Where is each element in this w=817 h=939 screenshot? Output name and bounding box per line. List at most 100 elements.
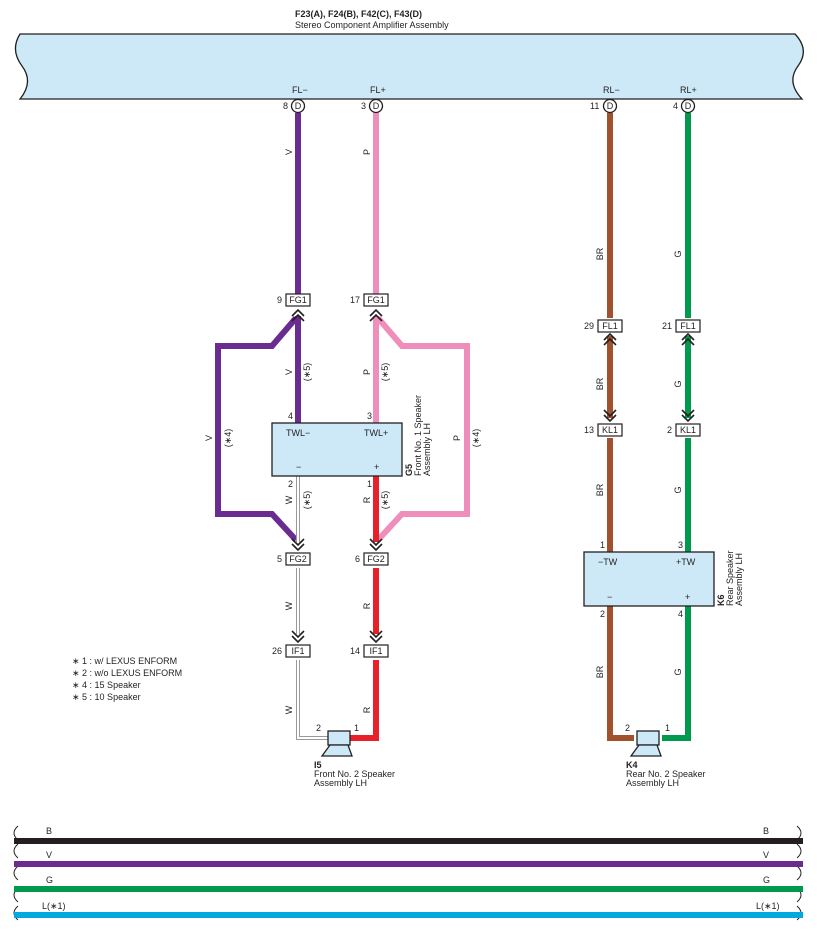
connector-name: KL1: [680, 425, 696, 435]
connector-fg2-left: FG2 5: [277, 552, 311, 566]
k4-pin-1: 1: [665, 723, 670, 733]
connector-fl1-right: FL1 21: [662, 319, 701, 333]
chevron-down-icon: [681, 409, 695, 423]
amp-pin-8-conn: D: [295, 101, 302, 111]
i5-pin-2: 2: [316, 723, 321, 733]
connector-fg1-right: FG1 17: [350, 293, 389, 307]
connector-fg1-left: FG1 9: [277, 293, 311, 307]
wire-white-if1-to-i5: [296, 660, 328, 740]
connector-pin: 14: [350, 646, 360, 656]
connector-if1-left: IF1 26: [272, 644, 311, 658]
connector-pin: 5: [277, 554, 282, 564]
g5-minus: −: [296, 462, 301, 472]
amp-pin-3-num: 3: [361, 101, 366, 111]
wire-label-white-mid: W: [284, 601, 294, 610]
legend-item: ∗ 2 : w/o LEXUS ENFORM: [72, 668, 182, 678]
bus-left-brace: [13, 825, 19, 921]
connector-pin: 29: [584, 321, 594, 331]
bus-right-brace: [796, 825, 802, 921]
connector-pin: 9: [277, 295, 282, 305]
wire-label-brown-mid: BR: [595, 377, 605, 390]
g5-front-no1-speaker: TWL− TWL+ − + 4 3 2 1 G5 Front No. 1 Spe…: [271, 395, 432, 489]
wire-green-k6-to-k4: [662, 606, 691, 741]
speaker-icon: [327, 730, 351, 746]
note-5-pink: (∗5): [380, 363, 390, 382]
wire-label-brown-upper: BR: [595, 247, 605, 260]
wire-white-if1-to-i5-inner: [297, 660, 328, 739]
bus-label-blue-left: L(∗1): [42, 901, 66, 911]
g5-name-1: Front No. 1 Speaker: [413, 395, 423, 476]
speaker-cone-icon: [320, 744, 353, 757]
k6-id: K6: [716, 594, 726, 606]
amp-pin-rl-minus-label: RL−: [603, 85, 620, 95]
connector-pin: 2: [667, 425, 672, 435]
wire-violet-bypass: [215, 316, 299, 543]
amp-pin-3: D 3: [361, 98, 384, 114]
k4-name-1: Rear No. 2 Speaker: [626, 769, 706, 779]
g5-pin-4: 4: [288, 411, 293, 421]
bus-lines: B B V V G G L(∗1) L(∗1): [13, 825, 803, 921]
chevron-down-icon: [369, 630, 383, 644]
k6-term-neg: −TW: [598, 557, 618, 567]
g5-term-pos: TWL+: [364, 428, 388, 438]
note-5-red: (∗5): [380, 491, 390, 510]
chevron-down-icon: [291, 538, 305, 552]
chevron-down-icon: [291, 630, 305, 644]
note-5-violet: (∗5): [302, 363, 312, 382]
connector-kl1-left: KL1 13: [584, 423, 623, 437]
g5-box: [271, 422, 403, 477]
wire-label-green-bottom: G: [673, 668, 683, 675]
wire-label-red-lower: R: [362, 706, 372, 713]
connector-pin: 17: [350, 295, 360, 305]
g5-term-neg: TWL−: [286, 428, 310, 438]
amp-pin-11-num: 11: [590, 101, 599, 111]
bus-label-black-left: B: [46, 826, 52, 836]
legend-item: ∗ 5 : 10 Speaker: [72, 692, 141, 702]
bus-label-violet-left: V: [46, 850, 52, 860]
wire-label-brown-lower: BR: [595, 483, 605, 496]
wire-brown-k6-to-k4: [607, 606, 634, 741]
chevron-down-icon: [603, 409, 617, 423]
amp-pin-4-conn: D: [685, 101, 692, 111]
wire-red-if1-to-i5: [350, 660, 379, 741]
connector-pin: 6: [355, 554, 360, 564]
k6-name-2: Assembly LH: [734, 553, 744, 606]
amp-pin-11: D 11: [590, 98, 618, 114]
amp-pin-8: D 8: [283, 98, 306, 114]
wire-label-pink-mid: P: [362, 369, 372, 375]
note-4-pink: (∗4): [471, 429, 481, 448]
note-4-violet: (∗4): [223, 429, 233, 448]
wire-label-green-mid: G: [673, 380, 683, 387]
legend: ∗ 1 : w/ LEXUS ENFORM ∗ 2 : w/o LEXUS EN…: [72, 656, 182, 702]
g5-name-2: Assembly LH: [422, 423, 432, 476]
k6-box: [583, 551, 715, 607]
legend-item: ∗ 4 : 15 Speaker: [72, 680, 141, 690]
wire-label-brown-bottom: BR: [595, 665, 605, 678]
chevron-down-icon: [369, 538, 383, 552]
amp-pin-fl-minus-label: FL−: [292, 85, 308, 95]
k6-name-1: Rear Speaker: [725, 550, 735, 606]
connector-if1-right: IF1 14: [350, 644, 389, 658]
connector-fl1-left: FL1 29: [584, 319, 623, 333]
wire-label-white-upper: W: [284, 495, 294, 504]
wire-label-green-lower: G: [673, 486, 683, 493]
amplifier-assembly-box: [14, 33, 804, 100]
wire-label-red-upper: R: [362, 496, 372, 503]
connector-name: FG1: [289, 295, 307, 305]
k6-term-pos: +TW: [676, 557, 696, 567]
note-5-white: (∗5): [302, 491, 312, 510]
bus-label-black-right: B: [763, 826, 769, 836]
chevron-up-icon: [603, 332, 617, 346]
connector-name: FL1: [602, 321, 618, 331]
connector-name: FL1: [680, 321, 696, 331]
wire-label-red-mid: R: [362, 602, 372, 609]
amp-pin-4-num: 4: [673, 101, 678, 111]
wire-label-white-lower: W: [284, 705, 294, 714]
k6-pin-1: 1: [600, 540, 605, 550]
chevron-up-icon: [681, 332, 695, 346]
connector-pin: 26: [272, 646, 282, 656]
i5-name-2: Assembly LH: [314, 778, 367, 788]
amp-pin-3-conn: D: [373, 101, 380, 111]
amp-pin-rl-plus-label: RL+: [680, 85, 697, 95]
amp-pin-11-conn: D: [607, 101, 614, 111]
